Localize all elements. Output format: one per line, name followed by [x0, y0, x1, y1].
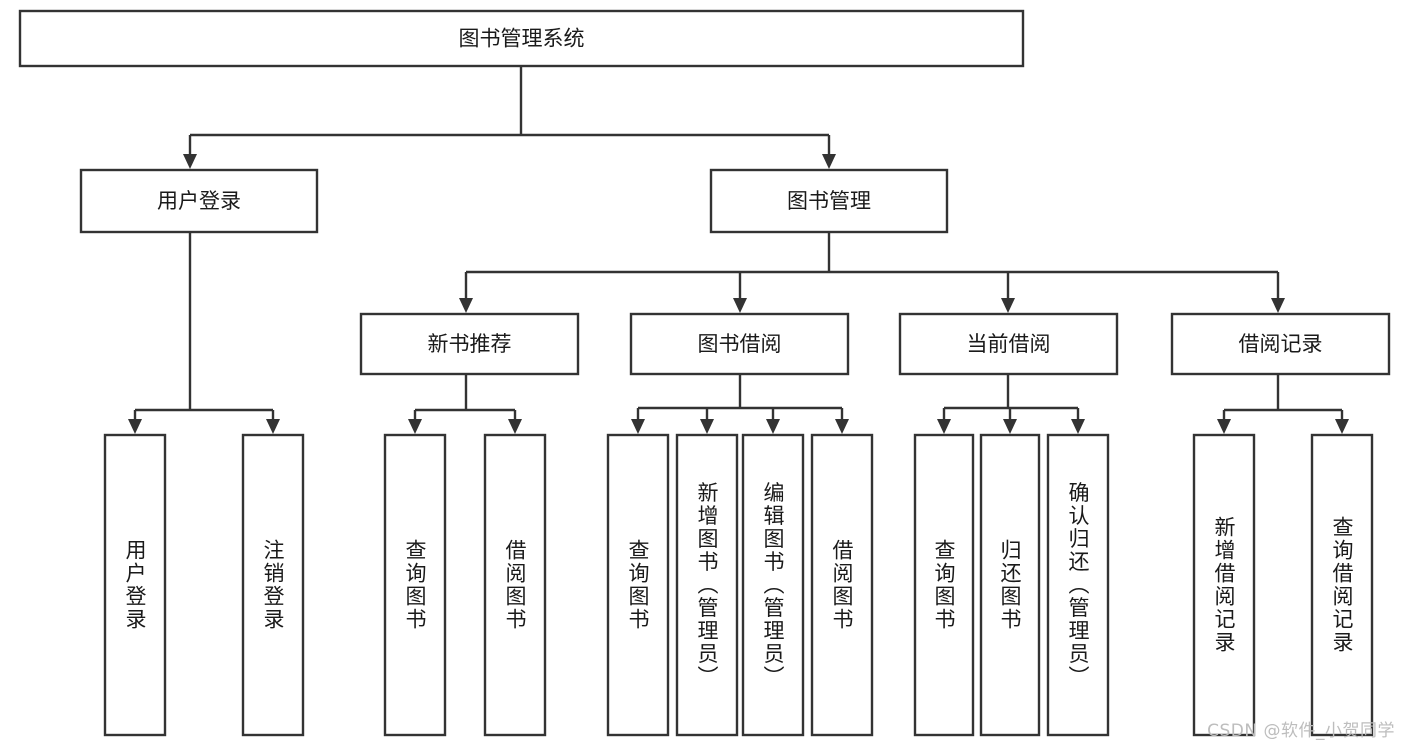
node-level3-3[interactable]: 借阅记录: [1170, 312, 1391, 376]
node-box[interactable]: [606, 433, 670, 737]
node-leaf-9[interactable]: 归还图书: [979, 433, 1041, 737]
connector-group: [937, 374, 1085, 434]
arrow-head-icon: [1071, 419, 1085, 434]
arrow-head-icon: [128, 419, 142, 434]
connector-line: [464, 232, 1280, 300]
node-label: 编辑图书（管理员）: [761, 482, 785, 689]
node-label: 查询图书: [403, 539, 427, 631]
arrow-head-icon: [1335, 419, 1349, 434]
node-label: 图书管理: [787, 189, 871, 213]
arrow-head-icon: [700, 419, 714, 434]
connector-group: [1217, 374, 1349, 434]
node-label: 借阅图书: [830, 539, 854, 631]
node-label: 借阅图书: [503, 539, 527, 631]
connector-line: [413, 374, 517, 421]
connector-line: [942, 374, 1080, 421]
connector-line: [636, 374, 844, 421]
node-box[interactable]: [898, 312, 1119, 376]
arrow-head-icon: [1217, 419, 1231, 434]
node-leaf-8[interactable]: 查询图书: [913, 433, 975, 737]
arrow-head-icon: [1001, 298, 1015, 313]
node-box[interactable]: [810, 433, 874, 737]
connector-layer: [128, 66, 1349, 434]
node-label: 查询借阅记录: [1330, 516, 1354, 654]
node-level3-0[interactable]: 新书推荐: [359, 312, 580, 376]
node-box[interactable]: [913, 433, 975, 737]
node-label: 图书管理系统: [459, 27, 585, 51]
node-box[interactable]: [103, 433, 167, 737]
connector-line: [188, 66, 831, 156]
connector-line: [1222, 374, 1344, 421]
connector-group: [631, 374, 849, 434]
arrow-head-icon: [1003, 419, 1017, 434]
node-label: 查询图书: [626, 539, 650, 631]
node-label: 用户登录: [123, 539, 147, 631]
node-box[interactable]: [241, 433, 305, 737]
connector-group: [183, 66, 836, 169]
node-label: 用户登录: [157, 189, 241, 213]
arrow-head-icon: [1271, 298, 1285, 313]
arrow-head-icon: [937, 419, 951, 434]
node-level3-1[interactable]: 图书借阅: [629, 312, 850, 376]
connector-group: [128, 232, 280, 434]
node-box[interactable]: [1046, 433, 1110, 737]
node-level2-1[interactable]: 图书管理: [709, 168, 949, 234]
node-box[interactable]: [1192, 433, 1256, 737]
node-box[interactable]: [709, 168, 949, 234]
node-box[interactable]: [1310, 433, 1374, 737]
node-label: 借阅记录: [1239, 332, 1323, 356]
arrow-head-icon: [266, 419, 280, 434]
node-box[interactable]: [383, 433, 447, 737]
node-box[interactable]: [79, 168, 319, 234]
node-leaf-11[interactable]: 新增借阅记录: [1192, 433, 1256, 737]
node-leaf-12[interactable]: 查询借阅记录: [1310, 433, 1374, 737]
connector-line: [133, 232, 275, 421]
node-leaf-5[interactable]: 新增图书（管理员）: [675, 433, 739, 737]
node-leaf-7[interactable]: 借阅图书: [810, 433, 874, 737]
node-box[interactable]: [359, 312, 580, 376]
node-leaf-10[interactable]: 确认归还（管理员）: [1046, 433, 1110, 737]
node-leaf-6[interactable]: 编辑图书（管理员）: [741, 433, 805, 737]
arrow-head-icon: [408, 419, 422, 434]
node-label: 图书借阅: [698, 332, 782, 356]
node-label: 归还图书: [998, 539, 1022, 631]
arrow-head-icon: [822, 154, 836, 169]
node-box[interactable]: [741, 433, 805, 737]
node-box[interactable]: [1170, 312, 1391, 376]
arrow-head-icon: [459, 298, 473, 313]
arrow-head-icon: [631, 419, 645, 434]
node-label: 新增借阅记录: [1212, 516, 1236, 654]
arrow-head-icon: [508, 419, 522, 434]
node-label: 新书推荐: [428, 332, 512, 356]
arrow-head-icon: [183, 154, 197, 169]
connector-group: [408, 374, 522, 434]
node-label: 当前借阅: [967, 332, 1051, 356]
node-leaf-0[interactable]: 用户登录: [103, 433, 167, 737]
node-box[interactable]: [675, 433, 739, 737]
node-box[interactable]: [629, 312, 850, 376]
arrow-head-icon: [733, 298, 747, 313]
arrow-head-icon: [766, 419, 780, 434]
node-label: 注销登录: [261, 539, 285, 631]
node-leaf-1[interactable]: 注销登录: [241, 433, 305, 737]
node-level2-0[interactable]: 用户登录: [79, 168, 319, 234]
node-leaf-2[interactable]: 查询图书: [383, 433, 447, 737]
connector-group: [459, 232, 1285, 313]
node-label: 查询图书: [932, 539, 956, 631]
node-label: 确认归还（管理员）: [1066, 482, 1090, 689]
node-label: 新增图书（管理员）: [695, 482, 719, 689]
node-leaf-3[interactable]: 借阅图书: [483, 433, 547, 737]
node-box[interactable]: [979, 433, 1041, 737]
node-box[interactable]: [18, 9, 1025, 68]
node-layer: 图书管理系统用户登录图书管理新书推荐图书借阅当前借阅借阅记录用户登录注销登录查询…: [18, 9, 1391, 737]
node-level3-2[interactable]: 当前借阅: [898, 312, 1119, 376]
node-leaf-4[interactable]: 查询图书: [606, 433, 670, 737]
arrow-head-icon: [835, 419, 849, 434]
node-root[interactable]: 图书管理系统: [18, 9, 1025, 68]
node-box[interactable]: [483, 433, 547, 737]
